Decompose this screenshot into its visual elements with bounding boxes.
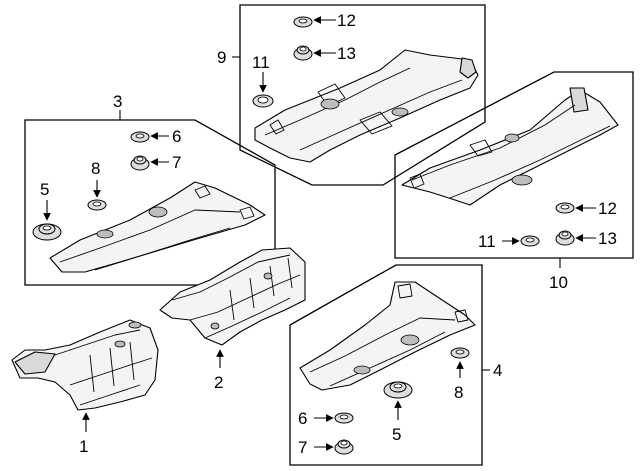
callout-12-right: 12 (598, 199, 617, 218)
callout-7-left: 7 (172, 153, 181, 172)
callout-11-right: 11 (478, 232, 496, 251)
group-box-4-outline (289, 264, 483, 466)
callout-9: 9 (217, 48, 226, 67)
grommet-13-top (293, 45, 313, 61)
grommet-5-left (32, 223, 62, 241)
callout-13-top: 13 (337, 44, 356, 63)
grommet-12-top (293, 16, 313, 28)
grommet-13-right (555, 230, 575, 246)
grommet-12-right (555, 202, 575, 214)
group-box-9 (232, 4, 486, 186)
grommet-7-left (130, 155, 150, 171)
callout-10: 10 (549, 273, 568, 292)
callout-13-right: 13 (598, 229, 617, 248)
undershield-panel-3 (49, 181, 266, 273)
callout-6-left: 6 (172, 127, 181, 146)
group-box-3-outline (24, 119, 276, 286)
grommet-11-right (520, 235, 540, 247)
callout-1: 1 (79, 437, 88, 456)
callout-7-bottom: 7 (298, 438, 307, 457)
grommet-6-left (130, 131, 150, 143)
undershield-panel-9 (254, 49, 479, 163)
callout-5-bottom: 5 (392, 425, 401, 444)
grommet-6-bottom (334, 412, 354, 424)
callout-3: 3 (113, 92, 122, 111)
callout-2: 2 (214, 373, 223, 392)
callout-8-left: 8 (91, 159, 100, 178)
undershield-panel-4 (299, 281, 476, 391)
grommet-7-bottom (334, 439, 354, 455)
callout-5-left: 5 (40, 180, 49, 199)
heat-shield-part-2 (159, 247, 306, 346)
undershield-panel-10 (401, 87, 619, 206)
callout-4: 4 (493, 361, 502, 380)
group-box-4 (289, 264, 490, 466)
callout-12-top: 12 (337, 11, 356, 30)
group-box-3 (24, 110, 276, 286)
group-box-10 (394, 71, 634, 268)
grommet-8-bottom (450, 347, 470, 359)
grommet-5-bottom (383, 381, 413, 399)
callout-6-bottom: 6 (298, 409, 307, 428)
heat-shield-part-1 (11, 319, 159, 411)
group-box-10-outline (394, 71, 634, 259)
callout-11-top: 11 (252, 53, 270, 72)
group-box-9-outline (239, 4, 486, 186)
grommet-8-left (87, 199, 107, 211)
grommet-11-top (252, 94, 274, 108)
callout-8-bottom: 8 (454, 383, 463, 402)
